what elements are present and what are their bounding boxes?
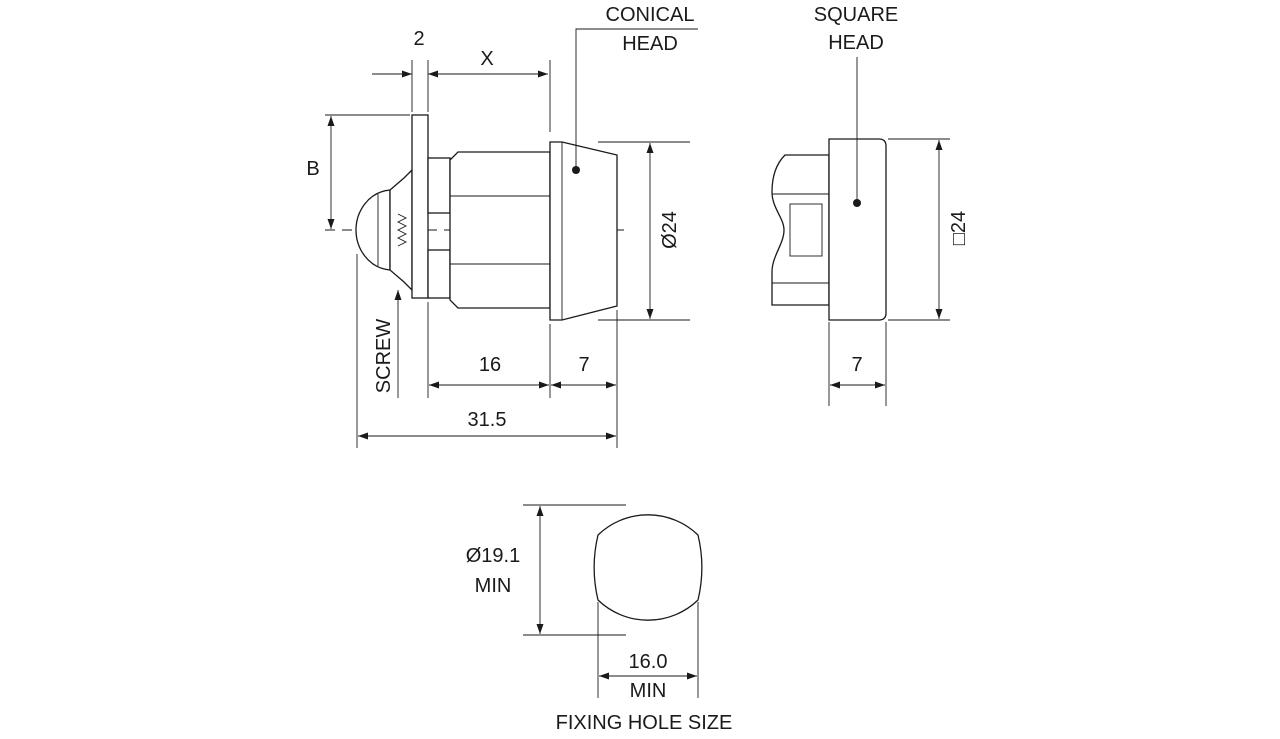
lock-body (449, 151, 551, 309)
square-head-label-2: HEAD (828, 32, 884, 54)
key-body (389, 168, 413, 292)
fixing-hole-title: FIXING HOLE SIZE (556, 712, 733, 734)
dim-dia-label: Ø24 (659, 211, 681, 249)
dim-flange-label: 2 (413, 28, 424, 50)
conical-head-leader (575, 28, 698, 170)
upper-lug (427, 157, 451, 214)
square-head-body (771, 154, 830, 306)
key-head-dome (355, 189, 391, 271)
conical-head-label-1: CONICAL (606, 4, 695, 26)
dim-overall-label: 31.5 (468, 409, 507, 431)
square-head-slot (789, 203, 823, 257)
dim-square-label: □24 (948, 211, 970, 245)
conical-head (549, 141, 618, 321)
dim-hole-width-label-2: MIN (630, 680, 667, 702)
dim-7-label: 7 (578, 354, 589, 376)
conical-head-label-2: HEAD (622, 33, 678, 55)
fixing-hole-view: Ø19.1 MIN 16.0 MIN FIXING HOLE SIZE (466, 504, 733, 734)
screw-label: SCREW (373, 319, 395, 394)
dim-hole-dia-label-2: MIN (475, 575, 512, 597)
lower-lug (427, 249, 451, 299)
dim-b-label: B (306, 158, 319, 180)
side-view-square: SQUARE HEAD □24 7 (771, 4, 970, 406)
dim-x-label: X (480, 48, 493, 70)
dim-hole-width-label-1: 16.0 (629, 651, 668, 673)
square-head (828, 138, 887, 321)
flange-plate (411, 114, 429, 299)
key-teeth (396, 213, 408, 247)
side-view-conical: CONICAL HEAD 2 X B Ø24 SCREW 16 7 (306, 4, 698, 448)
fixing-hole-shape (593, 514, 703, 621)
dim-hole-dia-label-1: Ø19.1 (466, 545, 520, 567)
dim-16-label: 16 (479, 354, 501, 376)
square-head-label-1: SQUARE (814, 4, 898, 26)
dim-square-7-label: 7 (851, 354, 862, 376)
